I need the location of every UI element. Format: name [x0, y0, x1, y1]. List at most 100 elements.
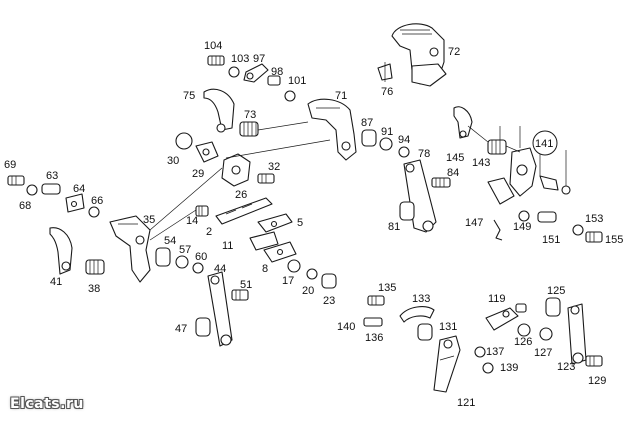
- callout-51: 51: [240, 279, 252, 291]
- callout-141: 141: [535, 138, 553, 150]
- part-32-bolt: [257, 173, 275, 184]
- callout-69: 69: [4, 159, 16, 171]
- callout-98: 98: [271, 66, 283, 78]
- part-125-roller: [545, 297, 561, 317]
- callout-41: 41: [50, 276, 62, 288]
- part-38-bearing: [85, 259, 105, 275]
- callout-57: 57: [179, 244, 191, 256]
- callout-131: 131: [439, 321, 457, 333]
- callout-44: 44: [214, 263, 226, 275]
- part-151-pin: [537, 211, 557, 223]
- part-drawings: [7, 23, 603, 393]
- part-87-roller: [361, 129, 377, 147]
- part-97-lever: [243, 63, 269, 83]
- callout-64: 64: [73, 183, 85, 195]
- part-136-pin: [363, 317, 383, 327]
- callout-30: 30: [167, 155, 179, 167]
- callout-140: 140: [337, 321, 355, 333]
- part-30-ring: [175, 132, 193, 150]
- callout-72: 72: [448, 46, 460, 58]
- part-64-plate: [65, 193, 85, 213]
- part-84-bolt: [431, 177, 451, 188]
- part-47-roller: [195, 317, 211, 337]
- assembly-leaders: [149, 121, 521, 241]
- part-60-washer: [192, 262, 204, 274]
- callout-141-circle: [532, 130, 558, 156]
- part-78-lever: [403, 159, 437, 233]
- part-103-washer: [228, 66, 240, 78]
- part-94-washer: [398, 146, 410, 158]
- callout-66: 66: [91, 195, 103, 207]
- part-147-spring: [493, 219, 503, 241]
- part-69-bolt: [7, 175, 25, 186]
- callout-133: 133: [412, 293, 430, 305]
- part-26-block: [221, 153, 251, 187]
- callout-125: 125: [547, 285, 565, 297]
- part-75-fork: [203, 88, 235, 133]
- part-63-pin: [41, 183, 61, 195]
- part-135-bolt: [367, 295, 385, 306]
- part-143-bearing: [487, 139, 507, 155]
- part-129-bolt: [585, 355, 603, 367]
- callout-63: 63: [46, 170, 58, 182]
- callout-60: 60: [195, 251, 207, 263]
- callout-38: 38: [88, 283, 100, 295]
- callout-68: 68: [19, 200, 31, 212]
- callout-143: 143: [472, 157, 490, 169]
- part-133-clip: [399, 306, 435, 323]
- part-145-fork: [453, 106, 473, 139]
- callout-81: 81: [388, 221, 400, 233]
- part-137-washer: [474, 346, 486, 358]
- part-5-bracket: [257, 213, 293, 233]
- callout-151: 151: [542, 234, 560, 246]
- part-104-bolt: [207, 55, 225, 66]
- part-54-roller: [155, 247, 171, 267]
- callout-23: 23: [323, 295, 335, 307]
- callout-101: 101: [288, 75, 306, 87]
- callout-29: 29: [192, 168, 204, 180]
- part-121-lever: [433, 335, 461, 393]
- part-8-bracket: [263, 241, 297, 263]
- callout-11: 11: [222, 240, 233, 252]
- callout-129: 129: [588, 375, 606, 387]
- callout-94: 94: [398, 134, 410, 146]
- part-149-washer: [518, 210, 530, 222]
- part-91-washer: [379, 137, 393, 151]
- callout-32: 32: [268, 161, 280, 173]
- callout-84: 84: [447, 167, 459, 179]
- callout-137: 137: [486, 346, 504, 358]
- part-11-bracket: [249, 231, 279, 251]
- callout-145: 145: [446, 152, 464, 164]
- part-41-fork: [49, 227, 73, 275]
- callout-135: 135: [378, 282, 396, 294]
- part-20-washer: [306, 268, 318, 280]
- part-66-washer: [88, 206, 100, 218]
- callout-78: 78: [418, 148, 430, 160]
- part-153-washer: [572, 224, 584, 236]
- part-68-washer: [26, 184, 38, 196]
- callout-8: 8: [262, 263, 268, 275]
- callout-47: 47: [175, 323, 187, 335]
- part-119-link: [485, 303, 527, 331]
- part-14-pin: [195, 205, 209, 217]
- part-155-bolt: [585, 231, 603, 243]
- part-57-washer: [175, 255, 189, 269]
- callout-149: 149: [513, 221, 531, 233]
- callout-155: 155: [605, 234, 623, 246]
- part-76-clip: [377, 62, 393, 82]
- callout-87: 87: [361, 117, 373, 129]
- callout-123: 123: [557, 361, 575, 373]
- callout-labels: 104 103 97 98 101 72 76 75 71 73 87 91 9…: [4, 40, 623, 409]
- watermark-text: Elcats.ru: [10, 396, 84, 412]
- callout-35: 35: [143, 214, 155, 226]
- callout-136: 136: [365, 332, 383, 344]
- callout-139: 139: [500, 362, 518, 374]
- callout-5: 5: [297, 217, 303, 229]
- callout-26: 26: [235, 189, 247, 201]
- part-44-lever: [207, 271, 233, 347]
- callout-17: 17: [282, 275, 294, 287]
- part-2-spring-plate: [215, 197, 273, 225]
- part-101-washer: [284, 90, 296, 102]
